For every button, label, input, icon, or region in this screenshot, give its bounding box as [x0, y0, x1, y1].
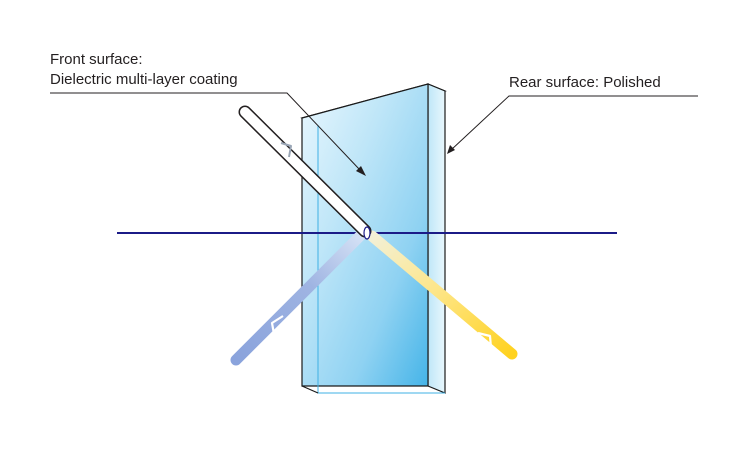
- transmitted-beam: [366, 230, 518, 360]
- reflected-beam: [230, 230, 366, 366]
- front-surface-leader-arrow-icon: [356, 166, 366, 176]
- glass-bottom-edge: [301, 385, 319, 394]
- reflected-arrow-icon: [270, 315, 284, 335]
- rear-surface-label: Rear surface: Polished: [509, 74, 661, 91]
- front-surface-coating-label: Dielectric multi-layer coating: [50, 71, 238, 88]
- incidence-point: [363, 226, 371, 240]
- rear-surface-leader: [450, 95, 698, 151]
- front-surface-leader: [50, 92, 361, 171]
- glass-side-face: [427, 83, 446, 394]
- transmitted-arrow-icon: [477, 331, 493, 349]
- rear-surface-leader-arrow-icon: [447, 145, 455, 154]
- incident-arrow-icon: [280, 142, 292, 158]
- front-surface-label: Front surface:: [50, 51, 143, 68]
- incident-beam: [240, 107, 370, 236]
